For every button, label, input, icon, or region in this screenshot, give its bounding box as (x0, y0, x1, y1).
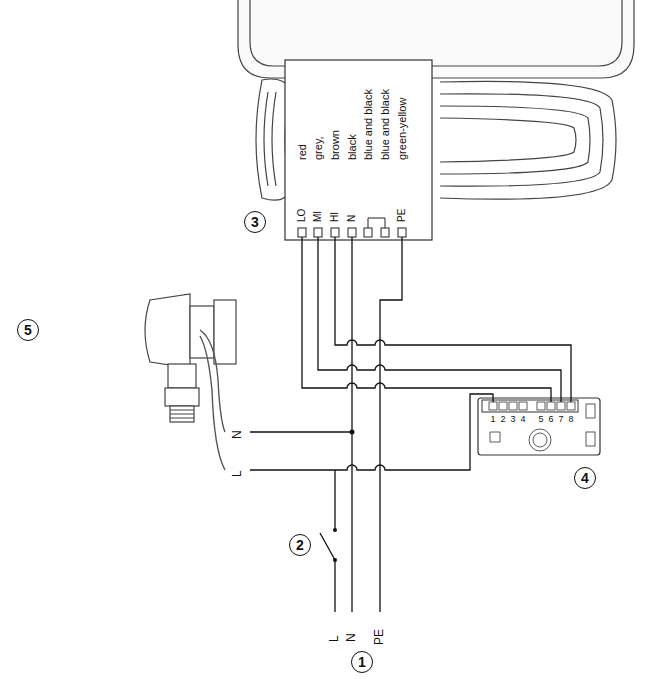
wire-brown (335, 237, 571, 402)
terminal-label: blue and black (379, 89, 392, 160)
wire-live (250, 394, 493, 470)
terminal-label: LO (296, 209, 308, 222)
switch-lever (320, 533, 335, 560)
terminal-label: MI (312, 211, 324, 222)
wire-live (334, 560, 335, 612)
wire-red (302, 237, 551, 402)
pin-number: 6 (548, 414, 553, 424)
terminal-label: HI (329, 212, 341, 222)
terminal-label: N (346, 215, 358, 222)
callout-number: 5 (17, 319, 39, 341)
terminal-label: grey, (312, 136, 325, 160)
terminal-label: black (346, 134, 359, 160)
pin-number: 7 (558, 414, 563, 424)
wire-earth (380, 237, 402, 612)
callout-number: 1 (351, 651, 373, 673)
pin-number: 5 (538, 414, 543, 424)
wire-live (334, 470, 335, 530)
wire-label: N (231, 430, 245, 439)
callout-number: 3 (244, 211, 266, 233)
wire-label: L (231, 470, 245, 477)
pin-number: 8 (568, 414, 573, 424)
pin-number: 1 (490, 414, 495, 424)
callout-number: 4 (574, 467, 596, 489)
terminal-label: red (296, 144, 309, 160)
wire-label: PE (373, 629, 387, 645)
terminal-label: PE (396, 209, 408, 222)
valve-neutral (250, 431, 352, 432)
pin-number: 2 (500, 414, 505, 424)
pin-number: 4 (520, 414, 525, 424)
terminal-label: green-yellow (396, 98, 409, 160)
wire-grey (318, 237, 561, 402)
wire-neutral (351, 237, 352, 612)
terminal-label: brown (329, 130, 342, 160)
wire-label: N (345, 633, 359, 642)
callout-number: 2 (289, 534, 311, 556)
terminal-label: blue and black (362, 89, 375, 160)
wire-label: L (328, 635, 342, 642)
pin-number: 3 (510, 414, 515, 424)
